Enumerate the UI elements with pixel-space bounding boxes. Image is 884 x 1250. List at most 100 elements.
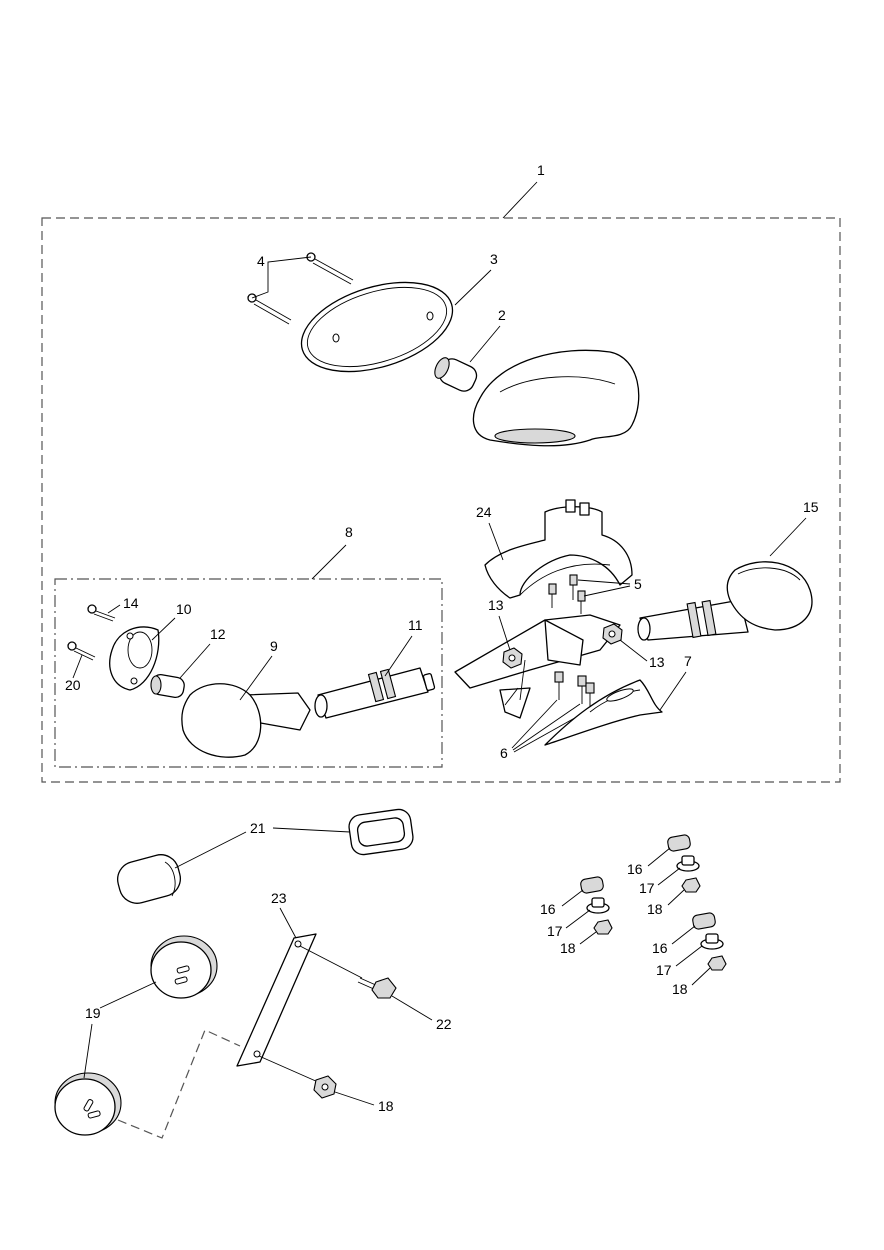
stalk-11 (314, 667, 436, 719)
callout-17-a: 17 (639, 880, 655, 896)
callout-15: 15 (803, 499, 819, 515)
strap-23 (236, 933, 317, 1067)
callout-12: 12 (210, 626, 226, 642)
leader-18-lower (334, 1091, 375, 1106)
leader-21b (272, 827, 351, 833)
callout-22: 22 (436, 1016, 452, 1032)
callout-19: 19 (85, 1005, 101, 1021)
leader-19a (99, 981, 157, 1009)
callout-2: 2 (498, 307, 506, 323)
cap-19-upper (150, 935, 218, 999)
leader-13-right (619, 639, 648, 662)
screw-4-upper (306, 252, 354, 285)
mounting-bracket (454, 614, 621, 719)
indicator-housing-upper (472, 349, 640, 447)
leader-8 (311, 544, 347, 580)
leader-12 (179, 643, 211, 679)
screw-14 (87, 604, 116, 622)
leader-15 (769, 517, 807, 557)
indicator-housing-9 (181, 683, 311, 758)
callout-20: 20 (65, 677, 81, 693)
leader-17-a (657, 867, 681, 886)
leader-11 (384, 635, 413, 677)
leader-1 (502, 181, 538, 219)
screw-4-lower (247, 293, 292, 325)
nut-18-b (593, 919, 613, 935)
bulb-2 (434, 357, 478, 392)
leader-4 (251, 256, 312, 299)
callout-1: 1 (537, 162, 545, 178)
callout-10: 10 (176, 601, 192, 617)
callout-21: 21 (250, 820, 266, 836)
washer-16-b (580, 876, 604, 894)
leader-19b (83, 1023, 93, 1079)
callout-11: 11 (408, 617, 423, 633)
leader-2 (469, 325, 501, 363)
nut-18-a (681, 877, 701, 893)
callout-16-c: 16 (652, 940, 668, 956)
leader-5b (583, 585, 631, 597)
callout-17-c: 17 (656, 962, 672, 978)
leader-18-a (667, 889, 685, 906)
callout-6: 6 (500, 745, 508, 761)
callout-13-left: 13 (488, 597, 504, 613)
lower-plate-7 (544, 679, 663, 746)
leader-23 (279, 907, 297, 939)
nut-13-left (502, 647, 523, 669)
bulb-holder-10 (109, 626, 160, 691)
leader-18-c (691, 967, 711, 986)
callout-24: 24 (476, 504, 492, 520)
leader-10 (151, 617, 176, 641)
callout-23: 23 (271, 890, 287, 906)
washer-17-a (676, 855, 700, 872)
leader-24 (488, 522, 504, 561)
assembly-8-boundary (54, 578, 443, 768)
leader-3 (454, 269, 492, 306)
leader-21a (174, 831, 247, 869)
leader-16-b (561, 889, 584, 907)
leader-14 (107, 604, 121, 614)
grommet-21-ring (348, 808, 414, 856)
leader-6b (512, 703, 581, 751)
nut-18-lower (258, 1055, 337, 1099)
callout-5: 5 (634, 576, 642, 592)
screw-20 (67, 641, 96, 661)
leader-20 (72, 654, 83, 679)
callout-18-c: 18 (672, 981, 688, 997)
leader-18-b (579, 931, 597, 945)
bolt-22 (299, 945, 397, 999)
callout-16-b: 16 (540, 901, 556, 917)
callout-14: 14 (123, 595, 139, 611)
washer-16-a (667, 834, 691, 852)
leader-17-b (565, 909, 591, 929)
leader-19-dashed (117, 1029, 241, 1139)
lens-plate-3 (300, 281, 454, 373)
callout-16-a: 16 (627, 861, 643, 877)
screws-6 (554, 671, 595, 710)
cap-19-lower (54, 1072, 122, 1136)
leader-7 (659, 671, 687, 711)
callout-18-b: 18 (560, 940, 576, 956)
leader-16-a (647, 847, 671, 867)
leader-9 (239, 655, 273, 701)
nut-18-c (707, 955, 727, 971)
bulb-12 (150, 673, 185, 699)
callout-7: 7 (684, 653, 692, 669)
leader-17-c (675, 945, 703, 967)
leader-16-c (671, 925, 696, 945)
leader-22 (391, 995, 433, 1021)
grommet-21-oval (117, 854, 181, 904)
washer-16-c (692, 912, 716, 930)
callout-3: 3 (490, 251, 498, 267)
washer-17-b (586, 897, 610, 914)
screws-5 (548, 574, 586, 614)
assembly-1-boundary (41, 217, 841, 783)
leader-6a (511, 699, 558, 749)
callout-13-right: 13 (649, 654, 665, 670)
callout-17-b: 17 (547, 923, 563, 939)
leader-13-left (498, 615, 511, 651)
washer-17-c (700, 933, 724, 950)
bracket-cover-24 (484, 499, 633, 599)
nut-13-right (602, 623, 623, 645)
